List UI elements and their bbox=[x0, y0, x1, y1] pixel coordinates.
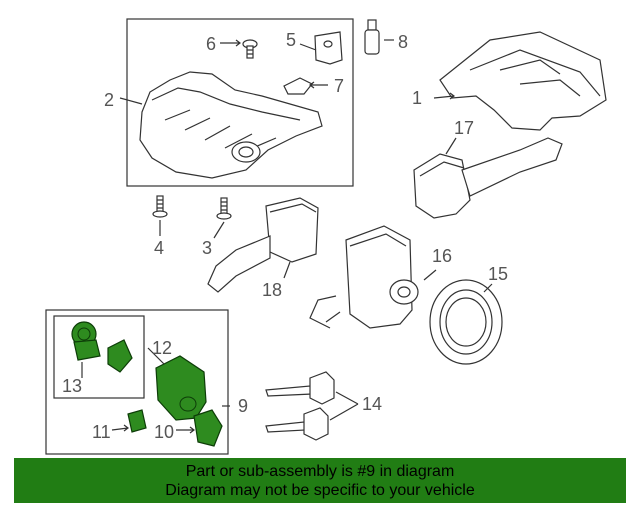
banner-line-1: Part or sub-assembly is #9 in diagram bbox=[185, 462, 455, 480]
assembly-9-box bbox=[45, 309, 229, 455]
switch-10-part bbox=[193, 409, 223, 447]
turn-signal-switch-18-part bbox=[207, 197, 319, 293]
sensor-11-part bbox=[127, 409, 147, 433]
screw-6-part bbox=[242, 39, 258, 59]
pin-8-part bbox=[364, 19, 394, 55]
upper-shroud-part bbox=[139, 71, 323, 179]
callout-9: 9 bbox=[238, 396, 248, 416]
callout-16: 16 bbox=[432, 246, 452, 266]
callout-6: 6 bbox=[206, 34, 216, 54]
wiper-switch-17-part bbox=[413, 137, 563, 219]
callout-12: 12 bbox=[152, 338, 172, 358]
assembly-9-group bbox=[45, 309, 230, 455]
callout-3: 3 bbox=[202, 238, 212, 258]
lock-sensor-part bbox=[107, 339, 133, 373]
keys-14-part bbox=[265, 371, 359, 441]
clockspring-15-part bbox=[429, 279, 503, 365]
callout-13: 13 bbox=[62, 376, 82, 396]
screw-4-part bbox=[152, 195, 168, 236]
callout-1: 1 bbox=[412, 88, 422, 108]
callout-15: 15 bbox=[488, 264, 508, 284]
ignition-switch-12-part bbox=[155, 355, 207, 421]
lower-shroud-part bbox=[433, 31, 607, 131]
callout-17: 17 bbox=[454, 118, 474, 138]
upper-shroud-box bbox=[126, 18, 354, 187]
callout-11: 11 bbox=[92, 422, 111, 442]
callout-14: 14 bbox=[362, 394, 382, 414]
callout-7: 7 bbox=[334, 76, 344, 96]
callout-8: 8 bbox=[398, 32, 408, 52]
info-banner: Part or sub-assembly is #9 in diagram Di… bbox=[14, 458, 626, 503]
screw-3-part bbox=[213, 197, 232, 239]
callout-4: 4 bbox=[154, 238, 164, 258]
lock-cylinder-13-part bbox=[71, 321, 101, 361]
callout-18: 18 bbox=[262, 280, 282, 300]
callout-5: 5 bbox=[286, 30, 296, 50]
upper-shroud-group bbox=[119, 18, 354, 187]
banner-line-2: Diagram may not be specific to your vehi… bbox=[165, 481, 475, 499]
callout-2: 2 bbox=[104, 90, 114, 110]
callout-10: 10 bbox=[154, 422, 174, 442]
ignition-housing-16-part bbox=[309, 225, 437, 329]
bracket-5-part bbox=[314, 31, 343, 65]
pad-7-part bbox=[283, 77, 313, 95]
part-13-box bbox=[53, 315, 145, 399]
